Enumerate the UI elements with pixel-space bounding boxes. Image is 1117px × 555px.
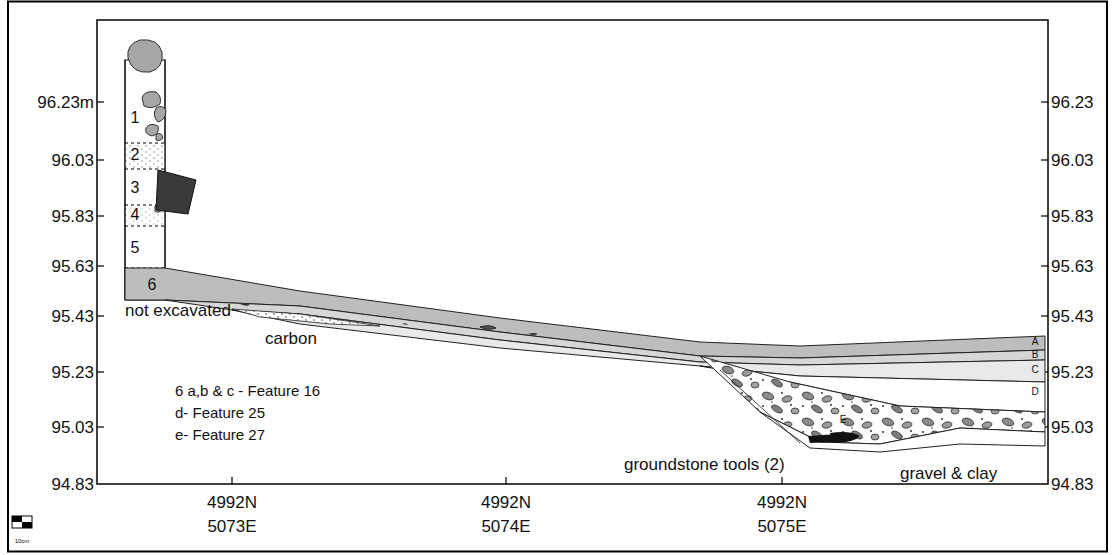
find-label: groundstone tools (2) xyxy=(624,456,785,473)
grid-coordinate: 4992N xyxy=(207,494,257,511)
elevation-label: 94.83 xyxy=(51,476,94,493)
scale-label: 10cm xyxy=(15,538,30,544)
elevation-label: 95.43 xyxy=(1051,308,1094,325)
elevation-label: 95.23 xyxy=(51,364,94,381)
grid-coordinate: 4992N xyxy=(757,494,807,511)
feature-note: e- Feature 27 xyxy=(175,427,265,442)
deposit-label: gravel & clay xyxy=(900,465,997,482)
elevation-label: 94.83 xyxy=(1051,476,1094,493)
note-label: not excavated xyxy=(125,302,231,319)
elevation-label: 96.03 xyxy=(1051,152,1094,169)
layer-letter: B xyxy=(1031,350,1040,360)
layer-letter: C xyxy=(1030,365,1039,375)
layer-number: 4 xyxy=(131,207,140,223)
layer-number: 2 xyxy=(131,147,140,163)
layer-number: 5 xyxy=(131,240,140,256)
layer-number: 1 xyxy=(131,110,140,126)
elevation-label: 95.23 xyxy=(1051,364,1094,381)
elevation-label: 95.43 xyxy=(51,308,94,325)
elevation-label: 95.03 xyxy=(1051,419,1094,436)
elevation-label: 95.63 xyxy=(1051,258,1094,275)
grid-coordinate: 4992N xyxy=(481,494,531,511)
grid-coordinate: 5074E xyxy=(481,518,530,535)
layer-letter: D xyxy=(1030,387,1039,397)
elevation-label: 96.23m xyxy=(37,94,94,111)
carbon-label: carbon xyxy=(264,330,318,347)
grid-coordinate: 5073E xyxy=(207,518,256,535)
grid-coordinate: 5075E xyxy=(757,518,806,535)
feature-note: d- Feature 25 xyxy=(175,405,265,420)
layer-letter: A xyxy=(1031,337,1040,347)
elevation-label: 95.83 xyxy=(1051,208,1094,225)
elevation-label: 96.03 xyxy=(51,152,94,169)
layer-letter: E xyxy=(839,415,848,425)
elevation-label: 96.23 xyxy=(1051,94,1094,111)
elevation-label: 95.03 xyxy=(51,419,94,436)
feature-note: 6 a,b & c - Feature 16 xyxy=(175,383,320,398)
layer-number: 3 xyxy=(131,180,140,196)
elevation-label: 95.83 xyxy=(51,208,94,225)
elevation-label: 95.63 xyxy=(51,258,94,275)
layer-number: 6 xyxy=(148,277,157,293)
